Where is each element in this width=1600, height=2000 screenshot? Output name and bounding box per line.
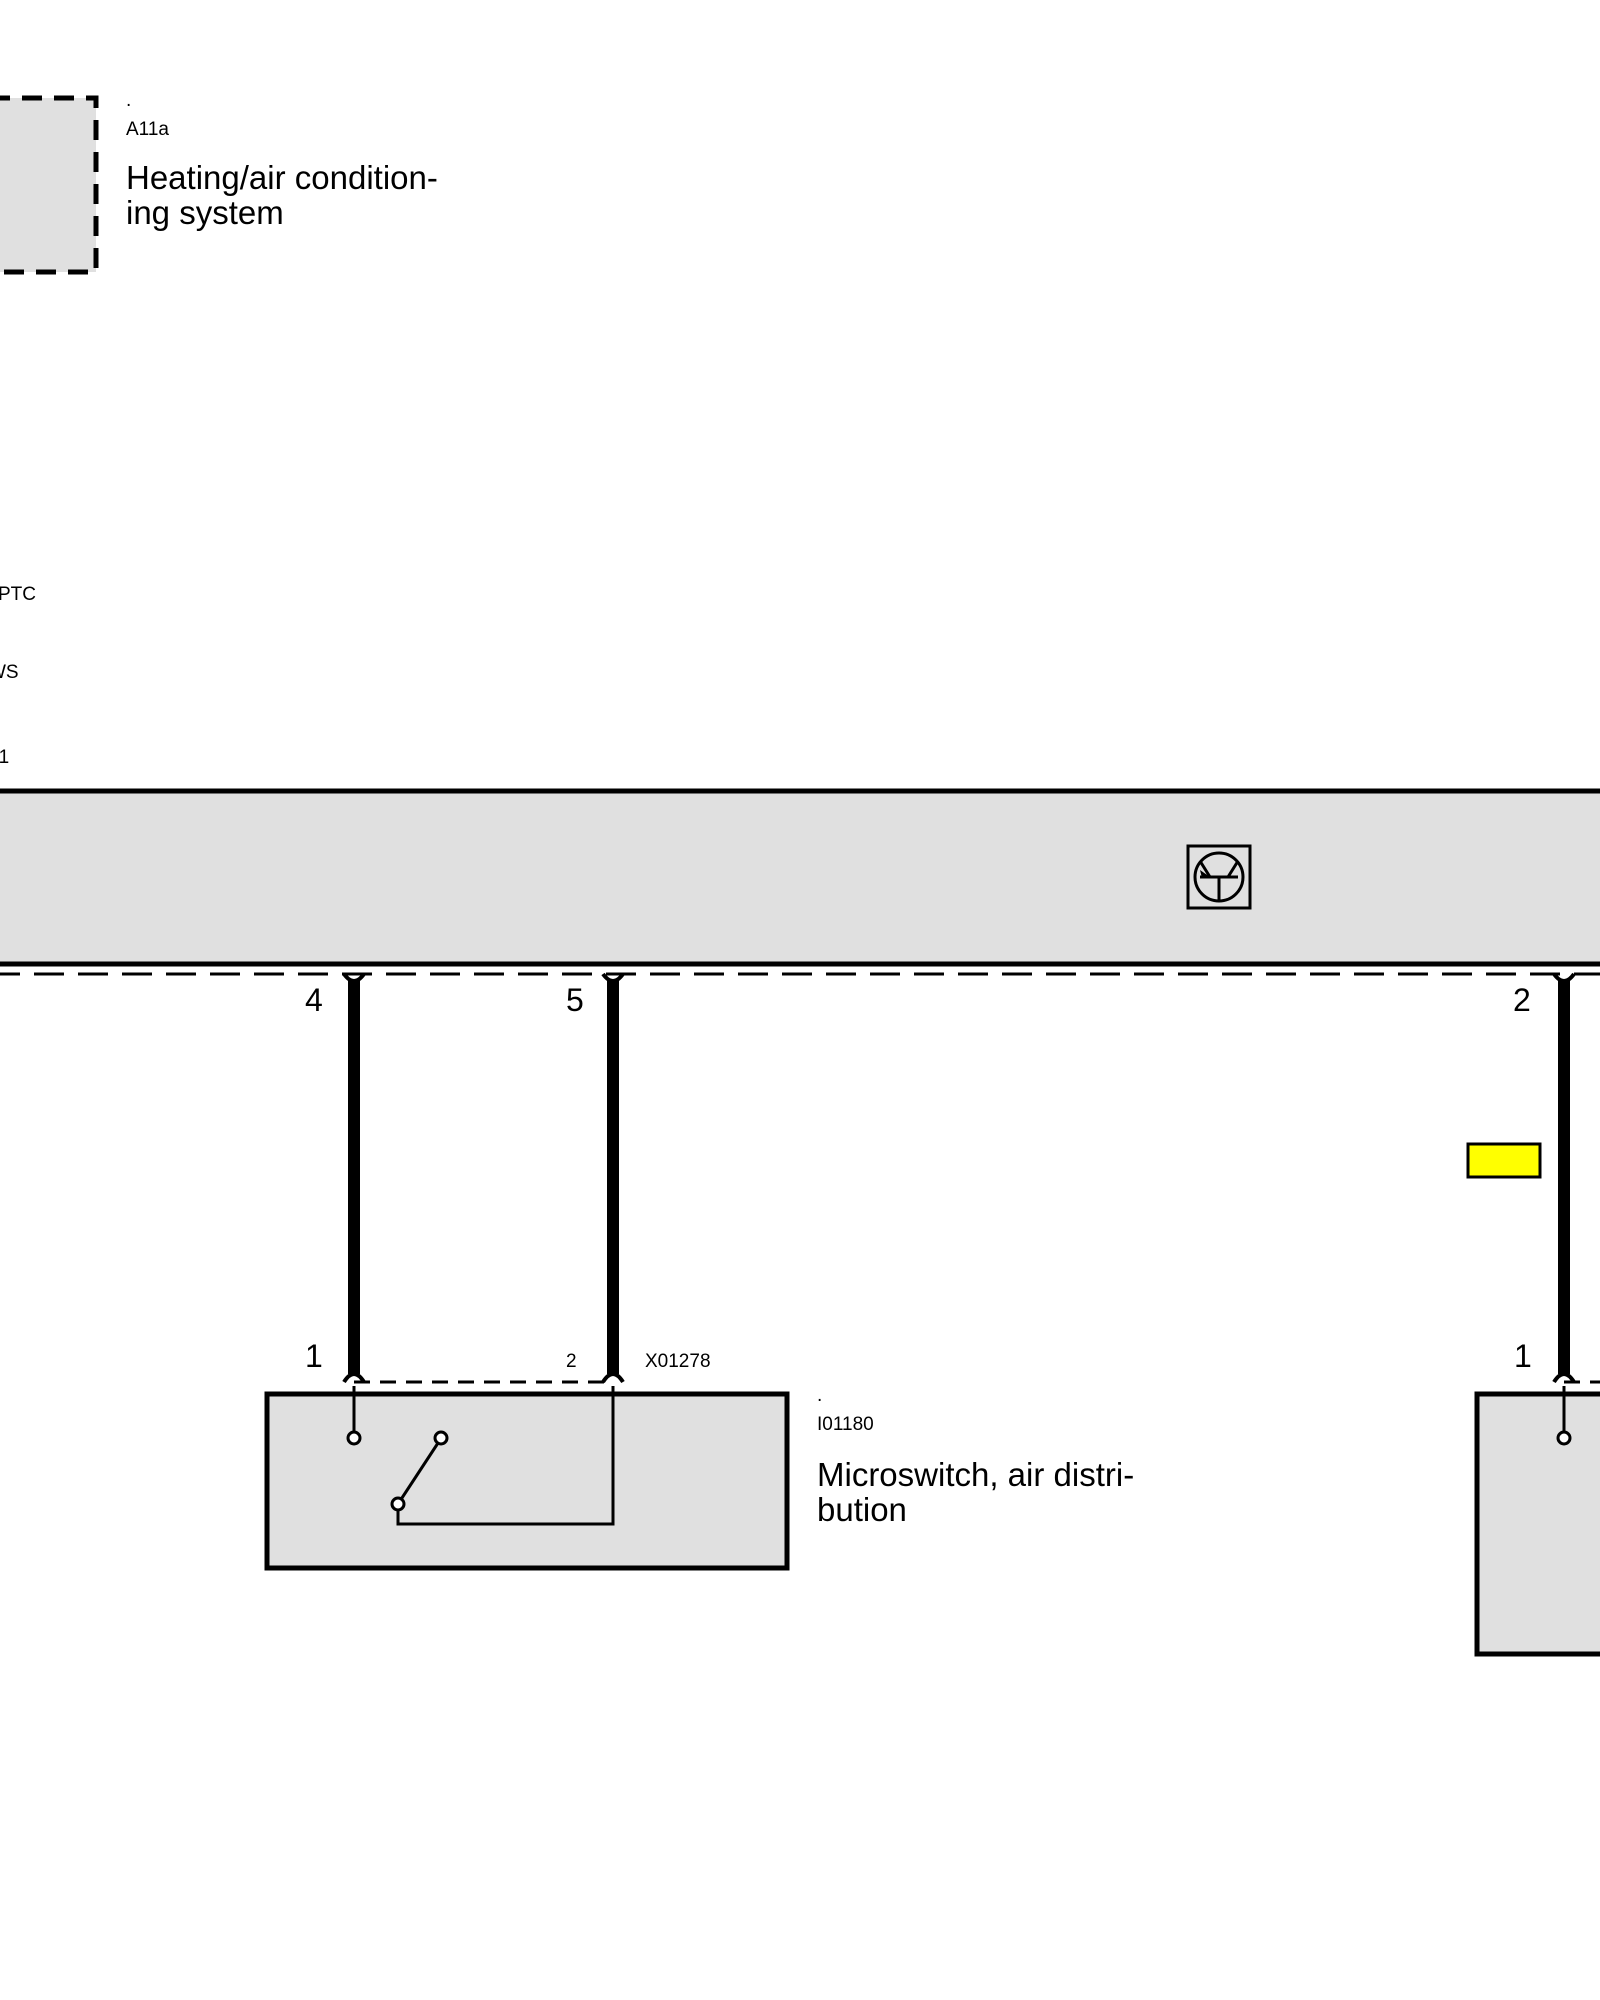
a11a-name-line1: Heating/air condition- — [126, 159, 438, 196]
switch-contact-icon — [396, 1442, 440, 1505]
wire-pin4-to-pin1[interactable] — [342, 972, 366, 1384]
component-a11a[interactable] — [0, 95, 99, 275]
microswitch-code: I01180 — [817, 1414, 874, 1435]
microswitch-dot: . — [817, 1385, 822, 1406]
wire-pin5-to-pin2[interactable] — [601, 972, 625, 1384]
connector-pin-1-label: 1 — [305, 1338, 323, 1374]
control-unit-band[interactable] — [0, 788, 1600, 967]
a11a-box-fill — [0, 98, 96, 272]
connector-x01278-code: X01278 — [645, 1351, 711, 1372]
wire-pin2-right[interactable] — [1552, 972, 1576, 1384]
pin-label-2: 2 — [1513, 982, 1531, 1018]
a11a-code: A11a — [126, 119, 169, 140]
a11a-name-line2: ing system — [126, 194, 284, 231]
microswitch-box — [264, 1391, 790, 1571]
side-label-ws: WS — [0, 662, 19, 683]
side-label-ptc: PTC — [0, 584, 36, 605]
microswitch-component[interactable] — [264, 1386, 790, 1571]
microswitch-name-line1: Microswitch, air distri- — [817, 1456, 1134, 1493]
right-component-pin-1-label: 1 — [1514, 1338, 1532, 1374]
transistor-icon — [1186, 844, 1252, 910]
pin-label-4: 4 — [305, 982, 323, 1018]
connector-pin-2-label: 2 — [566, 1351, 577, 1372]
control-unit-fill — [0, 791, 1600, 964]
right-component[interactable] — [1474, 1386, 1600, 1657]
right-component-box — [1474, 1391, 1600, 1657]
a11a-dot: . — [126, 90, 131, 111]
a11a-box-outline — [0, 95, 99, 275]
yellow-marker[interactable] — [1466, 1142, 1542, 1179]
side-label-81: 81 — [0, 747, 9, 768]
microswitch-name-line2: bution — [817, 1491, 907, 1528]
pin-label-5: 5 — [566, 982, 584, 1018]
